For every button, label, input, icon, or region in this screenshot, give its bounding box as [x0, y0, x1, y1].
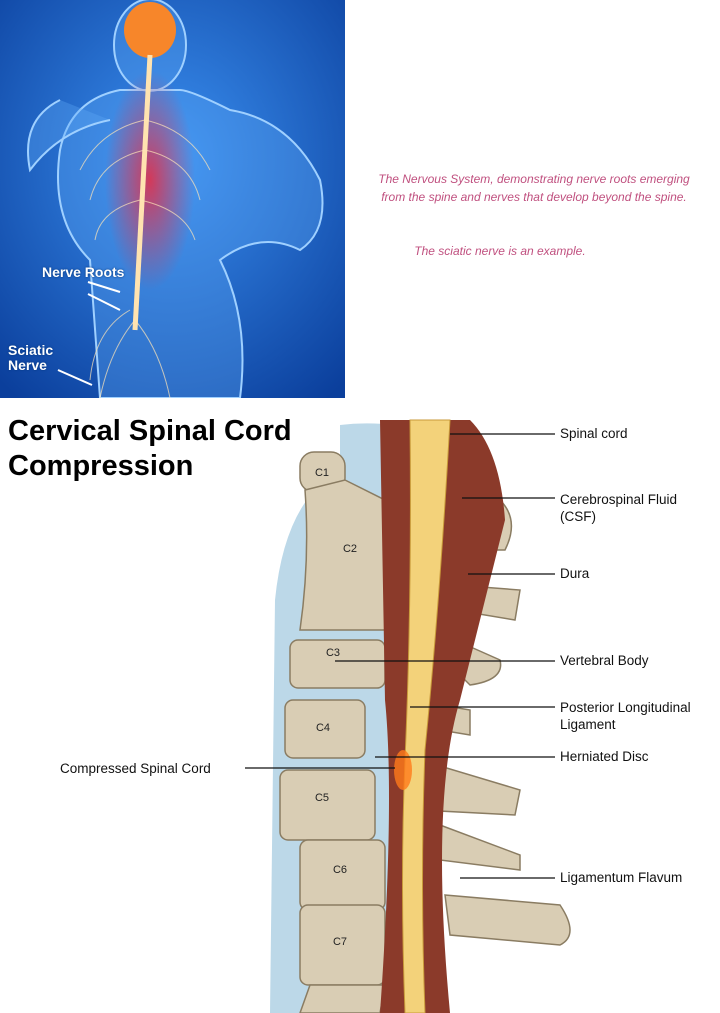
label-ligamentum-flavum: Ligamentum Flavum [560, 870, 683, 885]
leader-lines [245, 433, 555, 879]
label-c7: C7 [333, 936, 347, 948]
nervous-system-illustration [0, 0, 345, 398]
label-herniated-disc: Herniated Disc [560, 749, 649, 764]
cervical-spine-diagram: C1 C2 C3 C4 C5 C6 C7 [245, 419, 571, 1013]
caption-example: The sciatic nerve is an example. [414, 244, 586, 258]
caption-main: The Nervous System, demonstrating nerve … [378, 172, 690, 204]
nerve-roots-label: Nerve Roots [42, 264, 125, 280]
label-spinal-cord: Spinal cord [560, 426, 628, 441]
label-vertebral-body: Vertebral Body [560, 653, 649, 668]
label-c1: C1 [315, 467, 329, 479]
label-c5: C5 [315, 792, 329, 804]
vertebra-c5 [279, 769, 376, 841]
label-dura: Dura [560, 566, 590, 581]
vertebra-c4 [284, 699, 366, 759]
label-c6: C6 [333, 864, 347, 876]
label-compressed-spinal-cord: Compressed Spinal Cord [60, 761, 211, 776]
vertebra-c2 [299, 479, 386, 631]
sciatic-nerve-label: Sciatic Nerve [8, 342, 54, 373]
label-c2: C2 [343, 543, 357, 555]
label-c3: C3 [326, 647, 340, 659]
diagram-title: Cervical Spinal Cord Compression [8, 415, 292, 482]
label-c4: C4 [316, 722, 330, 734]
label-csf: Cerebrospinal Fluid (CSF) [560, 492, 678, 524]
label-posterior-longitudinal-ligament: Posterior Longitudinal Ligament [560, 700, 691, 732]
